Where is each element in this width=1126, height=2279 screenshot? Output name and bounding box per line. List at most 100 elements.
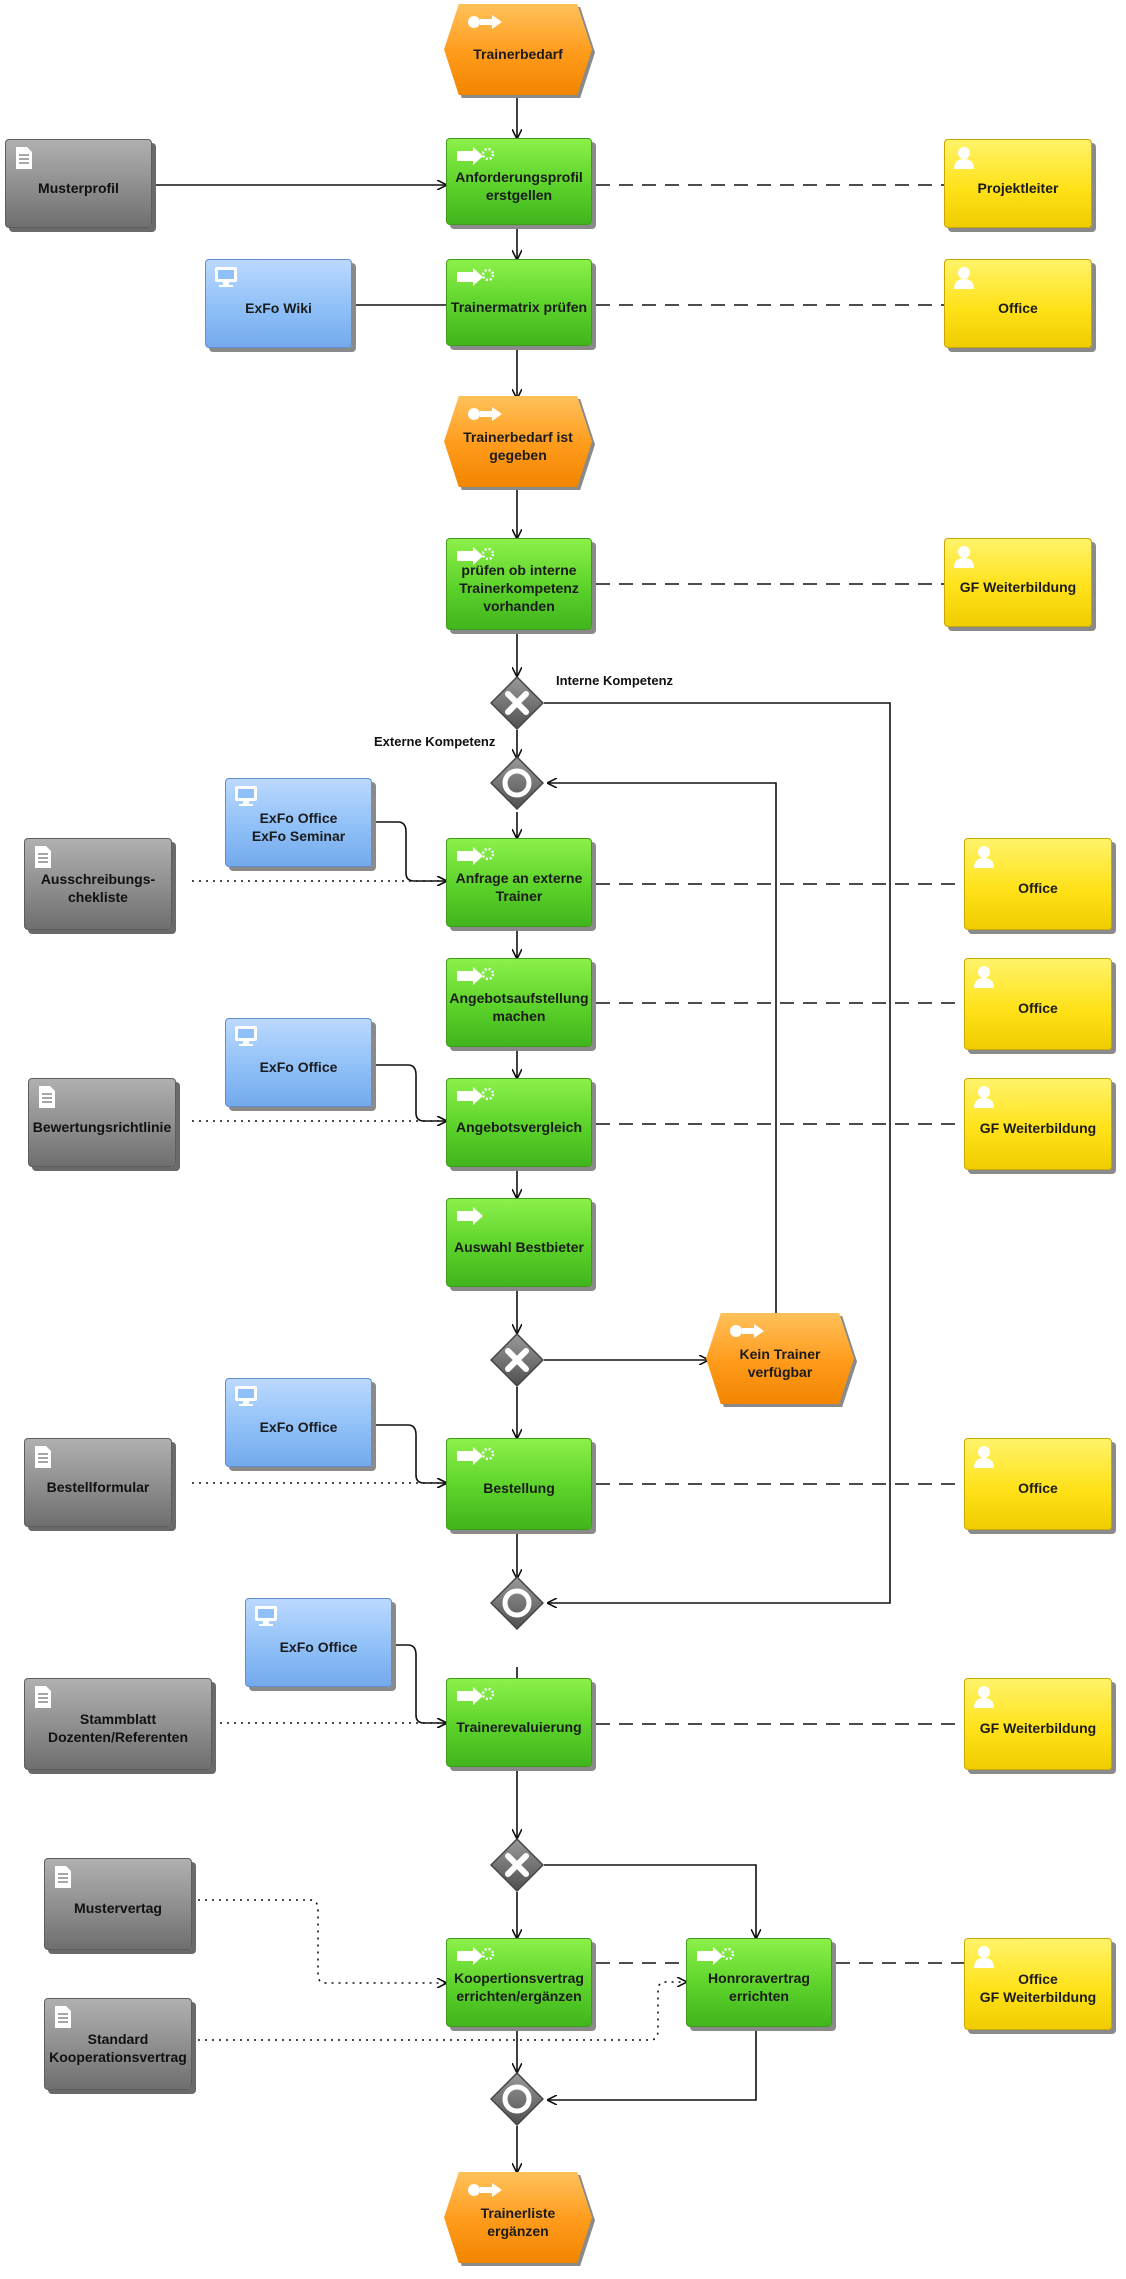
- branch-label-externe: Externe Kompetenz: [374, 734, 496, 749]
- org-label: Projektleiter: [977, 179, 1059, 196]
- person-icon: [974, 846, 994, 868]
- event-kein-trainer-wrap: Kein Trainer verfügbar: [706, 1313, 854, 1404]
- function-icon: [457, 1687, 495, 1705]
- org-label: Office: [998, 299, 1038, 316]
- branch-label-interne: Interne Kompetenz: [556, 673, 674, 688]
- event-icon: [468, 2183, 502, 2197]
- event-label: Kein Trainer verfügbar: [739, 1345, 821, 1380]
- function-label: Koopertionsvertrag errichten/ergänzen: [454, 1969, 584, 2004]
- event-trainerbedarf-wrap: Trainerbedarf: [444, 4, 592, 95]
- function-honorarvertrag[interactable]: Honroravertrag errichten: [686, 1938, 832, 2027]
- xor-gateway-split-3[interactable]: [490, 1838, 544, 1892]
- xor-gateway-join-3[interactable]: [490, 2072, 544, 2126]
- function-label: Auswahl Bestbieter: [454, 1238, 584, 1255]
- org-office-gf-weiterbildung[interactable]: Office GF Weiterbildung: [964, 1938, 1112, 2030]
- function-auswahl-bestbieter[interactable]: Auswahl Bestbieter: [446, 1198, 592, 1287]
- function-icon: [697, 1947, 735, 1965]
- xor-gateway-split-1[interactable]: [490, 676, 544, 730]
- document-icon: [35, 846, 51, 868]
- org-office-b[interactable]: Office: [964, 838, 1112, 930]
- document-label: Bewertungsrichtlinie: [32, 1118, 172, 1135]
- event-icon: [730, 1324, 764, 1338]
- system-label: ExFo Office ExFo Seminar: [251, 809, 346, 844]
- org-label: GF Weiterbildung: [959, 578, 1077, 595]
- system-label: ExFo Office: [259, 1418, 338, 1435]
- xor-gateway-join-1[interactable]: [490, 756, 544, 810]
- function-label: Bestellung: [483, 1480, 555, 1496]
- document-ausschreibungscheckliste[interactable]: Ausschreibungs- chekliste: [24, 838, 172, 930]
- document-icon: [55, 2006, 71, 2028]
- function-icon: [457, 1087, 495, 1105]
- document-label: Ausschreibungs- chekliste: [40, 871, 156, 905]
- org-gf-weiterbildung-3[interactable]: GF Weiterbildung: [964, 1678, 1112, 1770]
- document-stammblatt[interactable]: Stammblatt Dozenten/Referenten: [24, 1678, 212, 1770]
- function-bestellung[interactable]: Bestellung: [446, 1438, 592, 1530]
- document-standard-kooperationsvertrag[interactable]: Standard Kooperationsvertrag: [44, 1998, 192, 2090]
- event-label: Trainerliste ergänzen: [480, 2204, 556, 2239]
- org-label: GF Weiterbildung: [979, 1720, 1097, 1736]
- system-exfo-office-1[interactable]: ExFo Office: [225, 1018, 372, 1107]
- org-label: Office GF Weiterbildung: [979, 1971, 1097, 2005]
- function-trainermatrix[interactable]: Trainermatrix prüfen: [446, 259, 592, 346]
- person-icon: [974, 1086, 994, 1108]
- document-icon: [35, 1446, 51, 1468]
- document-mustervertag[interactable]: Mustervertag: [44, 1858, 192, 1950]
- document-icon: [55, 1866, 71, 1888]
- system-label: ExFo Office: [259, 1058, 338, 1075]
- event-trainerbedarf[interactable]: Trainerbedarf: [444, 4, 592, 95]
- document-musterprofil[interactable]: Musterprofil: [5, 139, 152, 228]
- function-label: Angebotsvergleich: [455, 1118, 583, 1135]
- document-label: Mustervertag: [74, 1900, 162, 1916]
- event-bedarf-gegeben-wrap: Trainerbedarf ist gegeben: [444, 396, 592, 487]
- event-kein-trainer-verfuegbar[interactable]: Kein Trainer verfügbar: [706, 1313, 854, 1404]
- function-icon: [457, 1947, 495, 1965]
- function-icon: [457, 1447, 495, 1465]
- org-label: GF Weiterbildung: [979, 1120, 1097, 1136]
- monitor-icon: [255, 1606, 277, 1626]
- org-projektleiter[interactable]: Projektleiter: [944, 139, 1092, 228]
- person-icon: [954, 267, 974, 289]
- system-exfo-wiki[interactable]: ExFo Wiki: [205, 259, 352, 348]
- function-anfrage-externe-trainer[interactable]: Anfrage an externe Trainer: [446, 838, 592, 927]
- document-icon: [39, 1086, 55, 1108]
- system-exfo-office-3[interactable]: ExFo Office: [245, 1598, 392, 1687]
- org-office-c[interactable]: Office: [964, 958, 1112, 1050]
- function-label: Trainerevaluierung: [456, 1718, 582, 1735]
- function-icon: [457, 1207, 483, 1225]
- function-label: Anfrage an externe Trainer: [455, 869, 583, 904]
- function-icon: [457, 967, 495, 985]
- org-label: Office: [1018, 880, 1058, 896]
- system-label: ExFo Office: [279, 1638, 358, 1655]
- org-gf-weiterbildung-1[interactable]: GF Weiterbildung: [944, 538, 1092, 627]
- event-trainerliste-ergaenzen[interactable]: Trainerliste ergänzen: [444, 2172, 592, 2263]
- org-office-a[interactable]: Office: [944, 259, 1092, 348]
- function-angebotsvergleich[interactable]: Angebotsvergleich: [446, 1078, 592, 1167]
- function-trainerevaluierung[interactable]: Trainerevaluierung: [446, 1678, 592, 1767]
- document-bestellformular[interactable]: Bestellformular: [24, 1438, 172, 1527]
- event-trainerliste-wrap: Trainerliste ergänzen: [444, 2172, 592, 2263]
- function-icon: [457, 147, 495, 165]
- document-icon: [16, 147, 32, 169]
- monitor-icon: [215, 267, 237, 287]
- function-pruefen-intern[interactable]: prüfen ob interne Trainerkompetenz vorha…: [446, 538, 592, 630]
- document-bewertungsrichtlinie[interactable]: Bewertungsrichtlinie: [28, 1078, 176, 1167]
- person-icon: [974, 1686, 994, 1708]
- function-kooperationsvertrag[interactable]: Koopertionsvertrag errichten/ergänzen: [446, 1938, 592, 2027]
- function-anforderungsprofil[interactable]: Anforderungsprofil erstgellen: [446, 138, 592, 225]
- person-icon: [974, 1446, 994, 1468]
- event-trainerbedarf-gegeben[interactable]: Trainerbedarf ist gegeben: [444, 396, 592, 487]
- person-icon: [974, 1946, 994, 1968]
- function-angebotsaufstellung[interactable]: Angebotsaufstellung machen: [446, 958, 592, 1047]
- document-label: Musterprofil: [38, 179, 119, 196]
- org-office-d[interactable]: Office: [964, 1438, 1112, 1530]
- function-label: prüfen ob interne Trainerkompetenz vorha…: [459, 562, 579, 614]
- event-label: Trainerbedarf ist gegeben: [463, 428, 573, 463]
- org-gf-weiterbildung-2[interactable]: GF Weiterbildung: [964, 1078, 1112, 1170]
- system-exfo-office-2[interactable]: ExFo Office: [225, 1378, 372, 1467]
- event-icon: [468, 15, 502, 29]
- xor-gateway-split-2[interactable]: [490, 1333, 544, 1387]
- document-label: Bestellformular: [46, 1478, 150, 1495]
- function-label: Trainermatrix prüfen: [450, 298, 588, 315]
- system-exfo-office-seminar[interactable]: ExFo Office ExFo Seminar: [225, 778, 372, 867]
- xor-gateway-join-2[interactable]: [490, 1576, 544, 1630]
